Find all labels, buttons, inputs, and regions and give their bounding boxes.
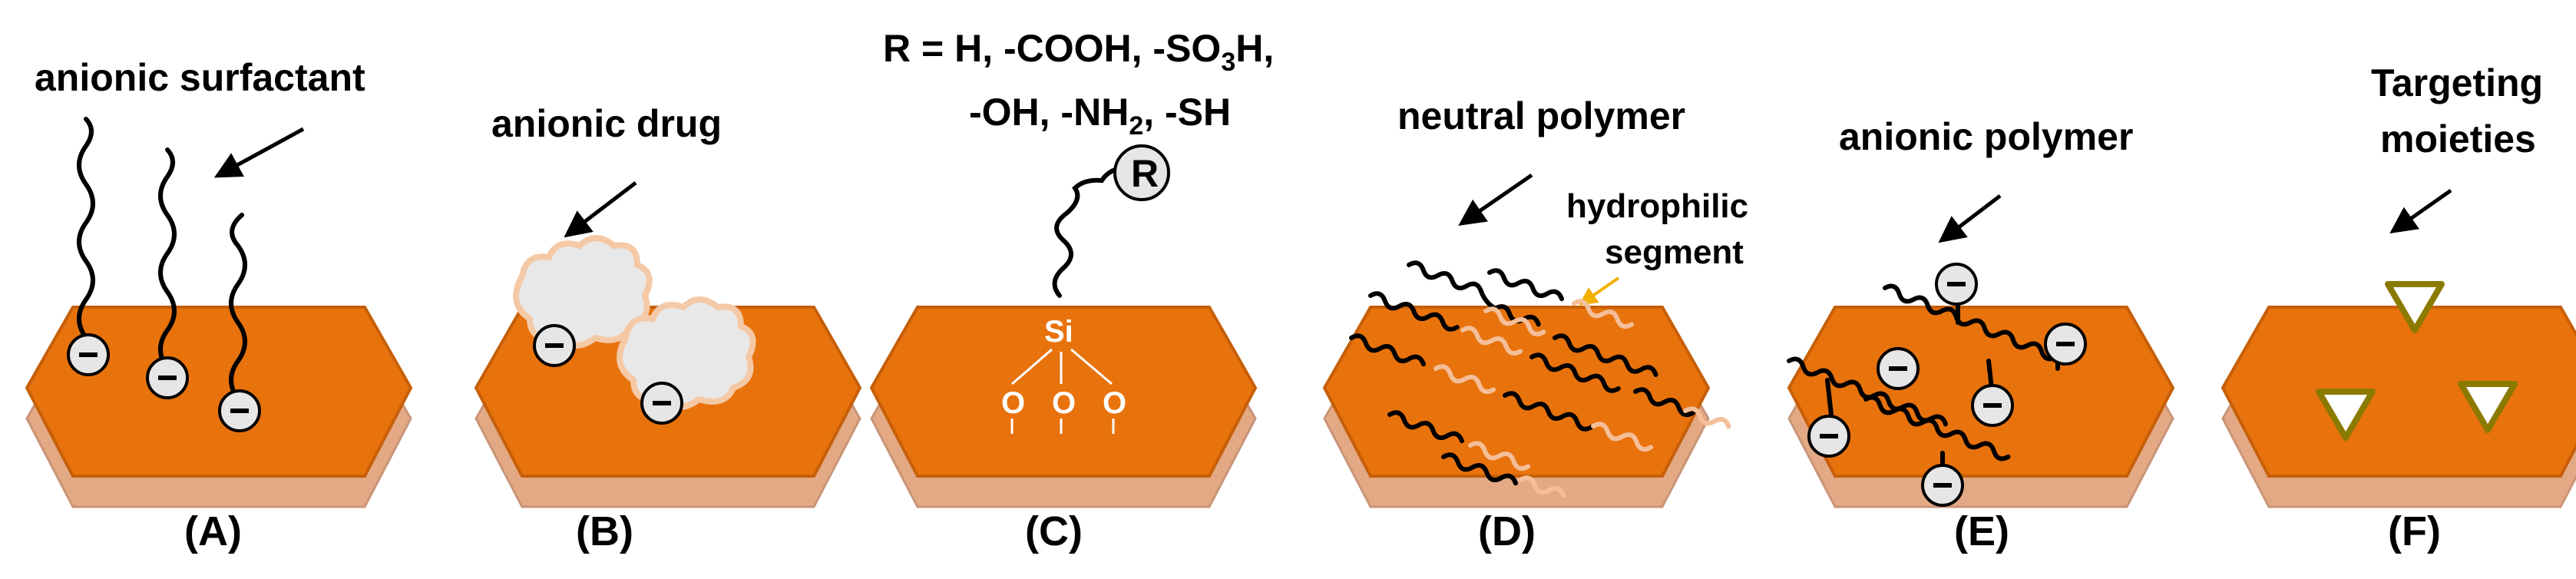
- charge-e6: [1923, 465, 1963, 505]
- panel-f-title-2: moieties: [2380, 117, 2536, 160]
- panel-a-label: (A): [184, 508, 242, 554]
- panel-d-title: neutral polymer: [1397, 94, 1685, 137]
- panel-c: R = H, -COOH, -SO3H, -OH, -NH2, -SH R Si…: [870, 27, 1274, 554]
- panel-d-label: (D): [1478, 508, 1536, 554]
- oxygen-3: O: [1103, 386, 1126, 420]
- charge-e3: [1878, 349, 1918, 389]
- svg-text:R: R: [1131, 152, 1159, 195]
- panel-e-arrow: [1938, 194, 2002, 243]
- oxygen-2: O: [1052, 386, 1076, 420]
- panel-b-arrow: [564, 181, 637, 238]
- panel-a: anionic surfactant (A): [25, 56, 412, 554]
- panel-f-arrow: [2389, 188, 2452, 234]
- panel-f-title-1: Targeting: [2371, 61, 2543, 104]
- charge-a2: [147, 358, 187, 398]
- particle-f: [2221, 306, 2576, 508]
- particle-d: [1323, 306, 1710, 508]
- r-group: R: [1113, 144, 1170, 201]
- targeting-moieties: [2316, 281, 2518, 441]
- charge-e1: [1936, 264, 1976, 304]
- panel-e: anionic polymer (E): [1787, 115, 2174, 554]
- panel-e-title: anionic polymer: [1839, 115, 2133, 158]
- panel-f-label: (F): [2388, 508, 2441, 554]
- panel-c-formula-line2: -OH, -NH2, -SH: [969, 91, 1231, 141]
- oxygen-1: O: [1001, 386, 1025, 420]
- charge-b1: [534, 326, 574, 366]
- charge-e2: [2045, 324, 2085, 364]
- targeting-triangle-3: [2458, 381, 2518, 433]
- siloxane-bonds: [1010, 348, 1115, 434]
- hydrophilic-label-1: hydrophilic: [1566, 187, 1748, 225]
- panel-c-label: (C): [1025, 508, 1083, 554]
- charge-e5: [1809, 416, 1849, 456]
- surfactant-tails: [77, 117, 247, 402]
- panel-a-arrow: [213, 127, 305, 178]
- targeting-triangle-1: [2385, 281, 2445, 333]
- hydrophilic-pointer: [1579, 276, 1620, 306]
- panel-b-title: anionic drug: [491, 102, 722, 145]
- charge-a3: [220, 391, 260, 431]
- panel-e-label: (E): [1954, 508, 2009, 554]
- silicon-atom: Si: [1044, 315, 1073, 349]
- panel-d-arrow: [1458, 173, 1533, 226]
- charge-e4: [1973, 385, 2012, 425]
- panel-d: neutral polymer hydrophilic segment (: [1323, 94, 1748, 554]
- targeting-triangle-2: [2316, 389, 2376, 441]
- panel-b: anionic drug (B): [475, 102, 861, 554]
- charge-a1: [68, 335, 108, 375]
- panel-b-label: (B): [576, 508, 633, 554]
- panel-c-formula-line1: R = H, -COOH, -SO3H,: [883, 27, 1274, 77]
- neutral-polymer-chains: [1349, 260, 1731, 498]
- panel-f: Targeting moieties (F): [2221, 61, 2576, 554]
- panel-a-title: anionic surfactant: [35, 56, 365, 99]
- hydrophilic-label-2: segment: [1605, 233, 1744, 271]
- charge-b2: [642, 383, 682, 423]
